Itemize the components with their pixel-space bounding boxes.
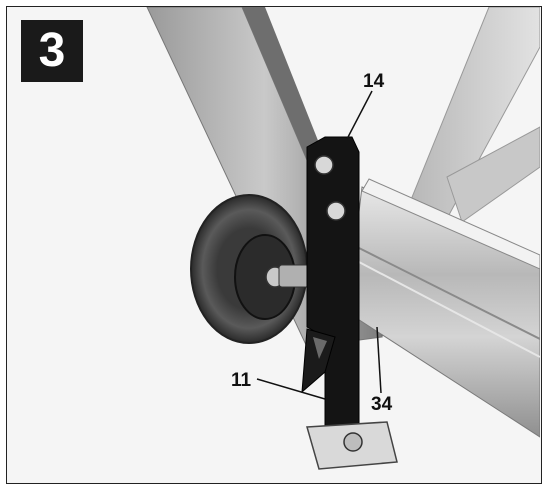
callout-11: 11 bbox=[231, 370, 252, 391]
wheel bbox=[190, 194, 310, 344]
rail-top-flange bbox=[361, 178, 540, 270]
rear-crossbar bbox=[446, 126, 540, 223]
figure-frame: 3 14 11 34 bbox=[6, 6, 542, 484]
rail-crease bbox=[356, 246, 540, 340]
axle-nut bbox=[278, 264, 310, 288]
callout-14: 14 bbox=[363, 71, 385, 92]
foot-bolt bbox=[343, 432, 363, 452]
callout-34: 34 bbox=[371, 394, 393, 415]
mounting-bracket bbox=[301, 136, 398, 470]
bolt-lower bbox=[326, 201, 346, 221]
hook-highlight bbox=[313, 337, 327, 359]
leader-34 bbox=[376, 326, 382, 394]
bolt-upper bbox=[314, 155, 334, 175]
leader-14 bbox=[346, 90, 373, 140]
figure-number-badge: 3 bbox=[21, 20, 83, 82]
assembly-illustration bbox=[7, 7, 540, 482]
rail-highlight bbox=[358, 261, 540, 358]
leader-11 bbox=[256, 378, 326, 400]
rear-leg bbox=[401, 7, 540, 238]
bracket-hook bbox=[301, 328, 336, 394]
